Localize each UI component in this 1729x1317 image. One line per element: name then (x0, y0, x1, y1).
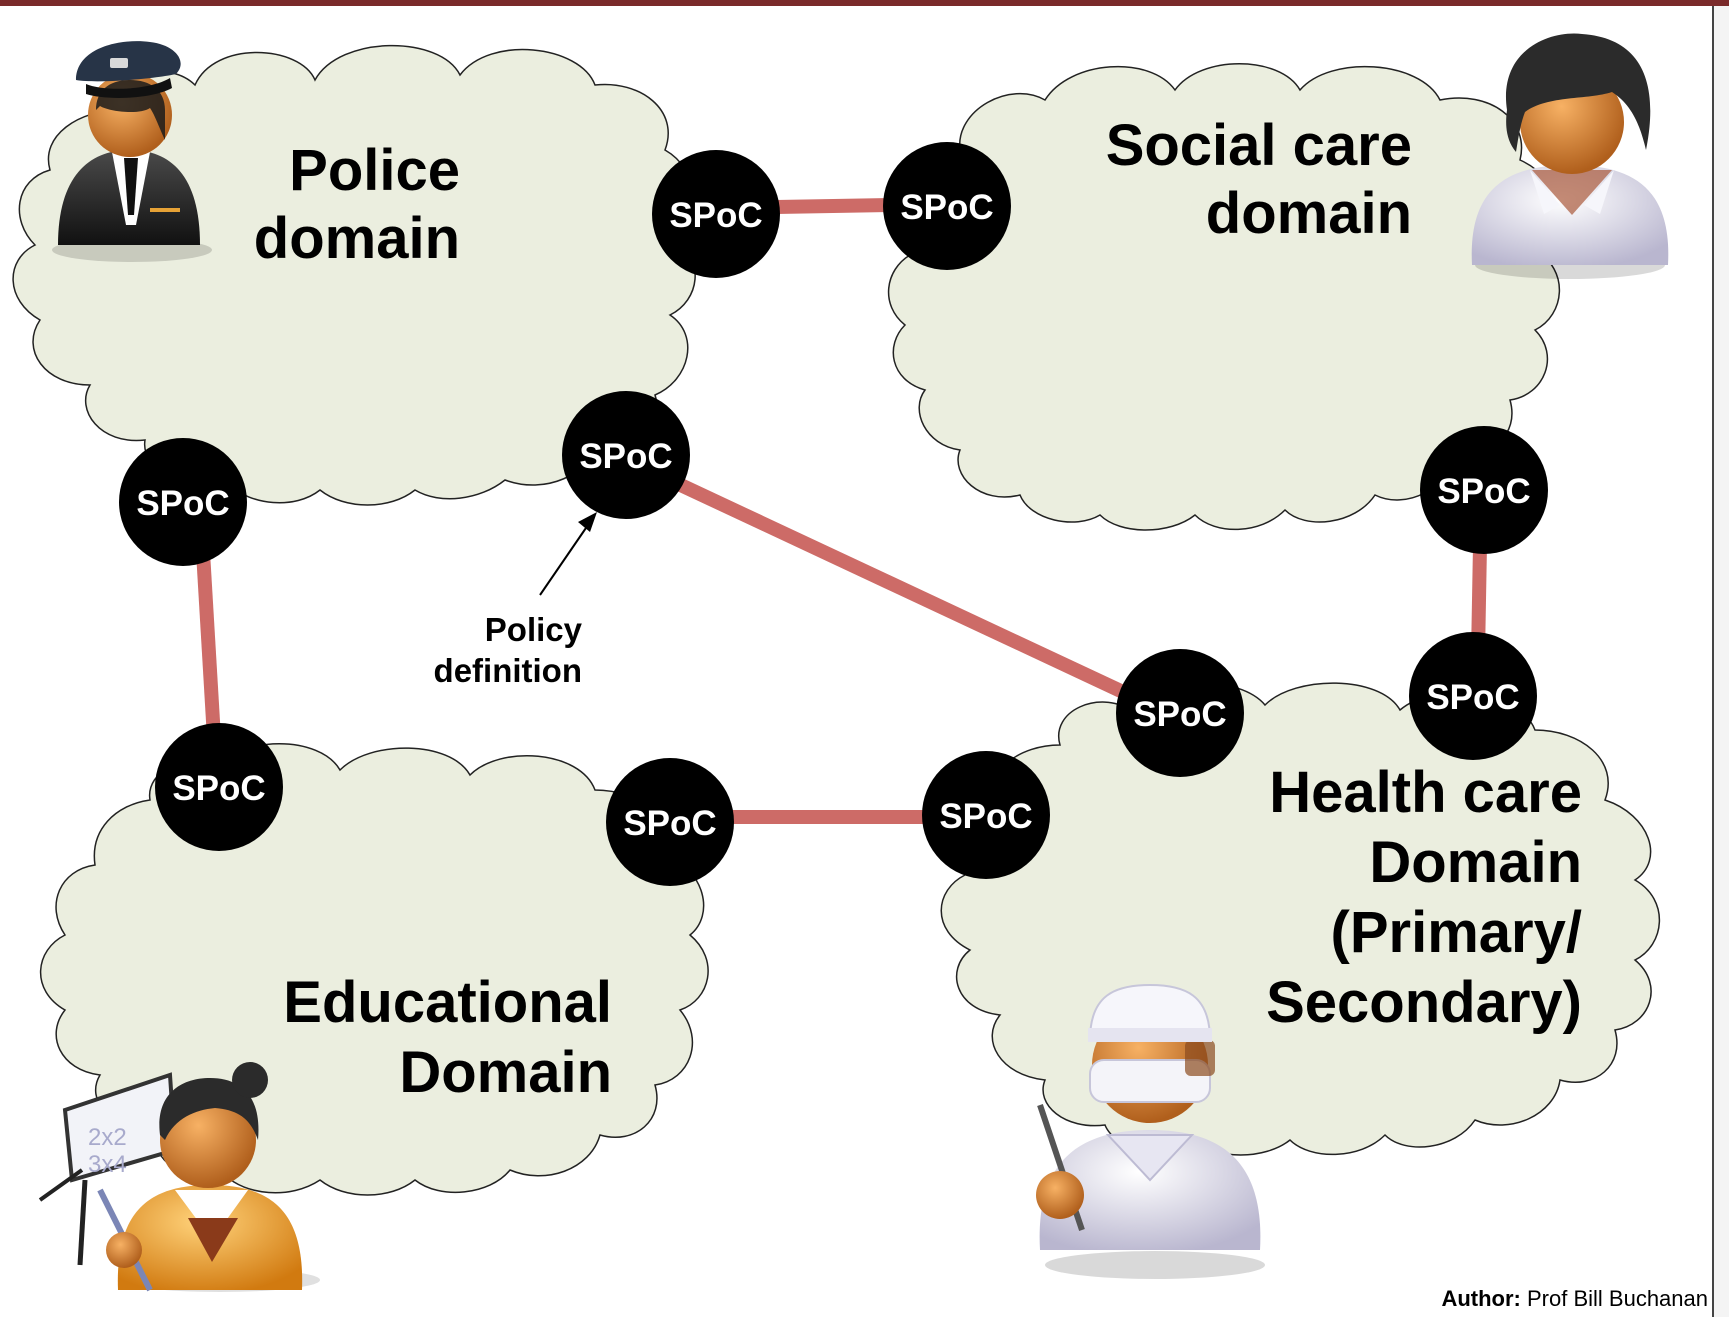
spoc-label: SPoC (1426, 678, 1519, 717)
svg-text:3x4: 3x4 (88, 1151, 127, 1178)
spoc-label: SPoC (579, 437, 672, 476)
health-domain-title-line2: Domain (1369, 830, 1582, 895)
spoc-node-educational-east: SPoC (606, 758, 734, 886)
spoc-node-police-west: SPoC (119, 438, 247, 566)
police-officer-icon (52, 41, 212, 262)
spoc-node-social-south: SPoC (1420, 426, 1548, 554)
author-credit: Author: Prof Bill Buchanan (1300, 1286, 1708, 1312)
top-border (0, 0, 1729, 6)
spoc-label: SPoC (1133, 695, 1226, 734)
social-domain-title-line1: Social care (1106, 113, 1412, 178)
police-domain-title-line2: domain (254, 206, 460, 271)
social-worker-icon (1471, 33, 1669, 279)
spoc-label: SPoC (669, 196, 762, 235)
right-margin (1714, 6, 1729, 1317)
author-name: Prof Bill Buchanan (1527, 1286, 1708, 1311)
surgeon-icon (1036, 983, 1265, 1279)
teacher-icon: 2x2 3x4 (38, 1062, 320, 1292)
callout-line1: Policy (485, 611, 583, 648)
educational-domain-title-line1: Educational (283, 970, 612, 1035)
health-domain-title-line4: Secondary) (1266, 970, 1582, 1035)
spoc-node-police-east: SPoC (652, 150, 780, 278)
spoc-label: SPoC (939, 797, 1032, 836)
callout-line2: definition (434, 652, 582, 689)
callout-arrowhead (578, 512, 597, 532)
spoc-node-health-west: SPoC (922, 751, 1050, 879)
author-label: Author: (1441, 1286, 1521, 1311)
police-domain-title-line1: Police (289, 138, 460, 203)
health-domain-title-line3: (Primary/ (1331, 900, 1582, 965)
link-police-health (667, 473, 1143, 707)
spoc-node-health-north: SPoC (1409, 632, 1537, 760)
health-domain-title-line1: Health care (1269, 760, 1582, 825)
spoc-label: SPoC (1437, 472, 1530, 511)
link-police-educational (195, 534, 222, 756)
spoc-node-educational-north: SPoC (155, 723, 283, 851)
spoc-label: SPoC (172, 769, 265, 808)
callout-arrow (539, 524, 589, 596)
spoc-label: SPoC (136, 484, 229, 523)
social-domain-title-line2: domain (1206, 181, 1412, 246)
spoc-node-health-northwest: SPoC (1116, 649, 1244, 777)
right-border (1712, 6, 1714, 1317)
spoc-label: SPoC (623, 804, 716, 843)
spoc-node-police-south: SPoC (562, 391, 690, 519)
educational-domain-title-line2: Domain (399, 1040, 612, 1105)
spoc-node-social-west: SPoC (883, 142, 1011, 270)
spoc-label: SPoC (900, 188, 993, 227)
svg-text:2x2: 2x2 (88, 1124, 127, 1151)
